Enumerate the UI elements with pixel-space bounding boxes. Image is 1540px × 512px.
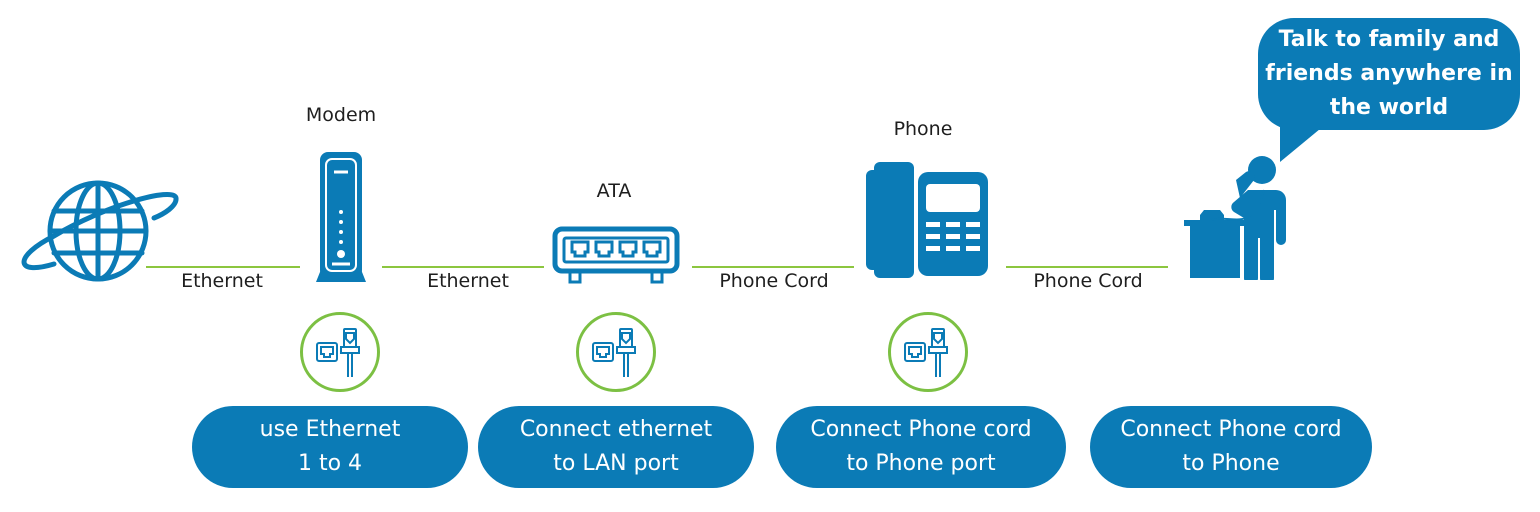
connection-label-4: Phone Cord bbox=[1033, 270, 1143, 292]
speech-bubble-line-3: the world bbox=[1329, 95, 1449, 120]
person-on-phone-icon bbox=[1182, 150, 1302, 280]
step-1-line-1: use Ethernet bbox=[259, 417, 401, 442]
speech-bubble-tail bbox=[1280, 124, 1330, 164]
connector-line-3 bbox=[692, 266, 854, 268]
connector-line-4 bbox=[1006, 266, 1168, 268]
step-3-line-1: Connect Phone cord bbox=[810, 417, 1032, 442]
ethernet-port-cable-icon bbox=[888, 312, 968, 392]
step-pill-4: Connect Phone cord to Phone bbox=[1090, 406, 1372, 488]
step-pill-1: use Ethernet 1 to 4 bbox=[192, 406, 468, 488]
connection-label-2: Ethernet bbox=[427, 270, 509, 292]
step-4-line-2: to Phone bbox=[1182, 451, 1280, 476]
speech-bubble-line-2: friends anywhere in bbox=[1265, 61, 1513, 86]
device-label-ata: ATA bbox=[596, 180, 632, 202]
step-pill-2: Connect ethernet to LAN port bbox=[478, 406, 754, 488]
device-label-phone: Phone bbox=[893, 118, 953, 140]
connector-line-2 bbox=[382, 266, 544, 268]
step-1-line-2: 1 to 4 bbox=[297, 451, 363, 476]
connector-line-1 bbox=[146, 266, 300, 268]
step-pill-3: Connect Phone cord to Phone port bbox=[776, 406, 1066, 488]
step-4-line-1: Connect Phone cord bbox=[1120, 417, 1342, 442]
device-label-modem: Modem bbox=[305, 104, 377, 126]
step-2-line-1: Connect ethernet bbox=[519, 417, 713, 442]
ethernet-port-cable-icon bbox=[300, 312, 380, 392]
connection-label-1: Ethernet bbox=[181, 270, 263, 292]
modem-icon bbox=[306, 150, 376, 282]
ethernet-port-cable-icon bbox=[576, 312, 656, 392]
connection-label-3: Phone Cord bbox=[719, 270, 829, 292]
desk-phone-icon bbox=[864, 162, 990, 278]
speech-bubble-line-1: Talk to family and bbox=[1278, 27, 1500, 52]
globe-icon bbox=[14, 176, 182, 286]
ata-switch-icon bbox=[552, 226, 680, 284]
speech-bubble: Talk to family and friends anywhere in t… bbox=[1258, 18, 1520, 130]
step-3-line-2: to Phone port bbox=[846, 451, 996, 476]
step-2-line-2: to LAN port bbox=[553, 451, 679, 476]
